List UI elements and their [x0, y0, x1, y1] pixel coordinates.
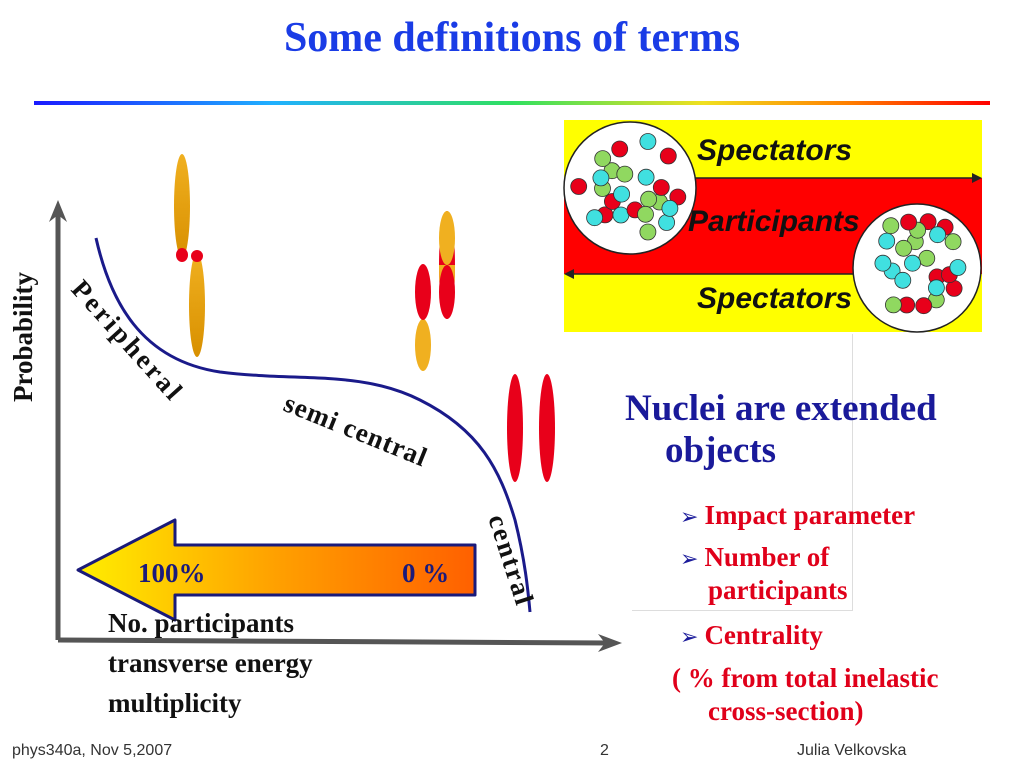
nuclei-collision-diagram: Spectators Participants Spectators: [563, 120, 982, 333]
arrow-bullet-icon: ➢: [680, 505, 699, 530]
nucleon: [637, 168, 655, 186]
nucleon: [894, 271, 912, 289]
bullet-text: Impact parameter: [704, 500, 916, 530]
nucleon: [637, 205, 654, 223]
arrow-bullet-icon: ➢: [680, 625, 699, 650]
nucleon: [918, 249, 936, 267]
nucleon: [927, 279, 945, 297]
nucleon: [661, 200, 679, 217]
nucleon: [639, 133, 657, 150]
content-heading: Nuclei are extended objects: [625, 388, 1020, 472]
x-axis-label-line1: No. participants: [108, 608, 294, 638]
nucleus-pair-semicentral: [415, 211, 455, 371]
probability-plot: 100% 0 % Probability Peripheral semi cen…: [8, 154, 622, 718]
nucleon: [900, 213, 918, 231]
nucleon: [592, 169, 610, 187]
slide-title: Some definitions of terms: [283, 15, 741, 61]
frame-line: [852, 334, 853, 610]
nucleon: [639, 223, 657, 241]
nucleon: [904, 254, 921, 272]
nucleon: [594, 150, 612, 167]
nucleon: [659, 147, 677, 165]
footer-page-number: 2: [600, 742, 609, 759]
label-spectators-top: Spectators: [697, 134, 852, 167]
y-axis-label: Probability: [8, 271, 38, 402]
nucleon: [929, 226, 947, 244]
nucleus-left: [563, 121, 697, 255]
nucleon: [616, 165, 634, 183]
label-spectators-bottom: Spectators: [697, 282, 852, 315]
heading-line2: objects: [665, 430, 776, 471]
nucleus-pair-peripheral: [174, 154, 205, 357]
bullet-item: ➢Impact parameter: [680, 500, 1010, 533]
curve-label-central: central: [482, 511, 540, 611]
centrality-arrow: [76, 518, 477, 622]
footer-author: Julia Velkovska: [797, 742, 907, 759]
nucleon: [658, 214, 675, 231]
nucleon: [944, 233, 962, 251]
nucleon: [895, 239, 913, 257]
note-line1: ( % from total inelastic: [672, 663, 939, 693]
nucleon: [884, 296, 902, 314]
curve-label-semicentral: semi central: [280, 388, 432, 473]
nucleon: [570, 178, 588, 195]
heading-line1: Nuclei are extended: [625, 388, 937, 429]
curve-label-peripheral: Peripheral: [66, 274, 191, 408]
nucleon: [652, 179, 670, 196]
nucleus-pair-central: [507, 374, 555, 482]
nucleon: [949, 259, 967, 276]
y-axis: [49, 200, 67, 640]
arrow-left-label: 100%: [138, 558, 206, 588]
centrality-note: ( % from total inelastic cross-section): [672, 662, 1022, 728]
bullet-item: ➢Number of participants: [680, 542, 1010, 605]
bullet-text: Number of: [704, 542, 830, 572]
title-underline: [34, 101, 990, 105]
label-participants: Participants: [688, 205, 860, 238]
bullet-text: Centrality: [704, 620, 823, 650]
nucleon: [874, 254, 892, 272]
nucleon: [586, 209, 603, 227]
arrow-bullet-icon: ➢: [680, 547, 699, 572]
nucleon: [878, 232, 896, 250]
frame-line-bottom: [632, 610, 853, 611]
probability-curve: [94, 237, 532, 613]
nucleon: [613, 185, 630, 203]
nucleon: [882, 217, 900, 235]
nucleus-right: [852, 203, 982, 333]
bullet-item: ➢Centrality: [680, 620, 1010, 653]
footer-course-date: phys340a, Nov 5,2007: [12, 742, 173, 759]
nucleon: [915, 297, 933, 315]
note-line2: cross-section): [708, 696, 864, 726]
x-axis: [57, 634, 622, 652]
x-axis-label-line2: transverse energy: [108, 648, 313, 678]
arrow-right-label: 0 %: [402, 558, 449, 588]
nucleon: [612, 206, 630, 224]
nucleon: [611, 140, 629, 158]
bullet-text-continued: participants: [708, 575, 848, 605]
x-axis-label-line3: multiplicity: [108, 688, 242, 718]
nucleon: [640, 190, 657, 208]
